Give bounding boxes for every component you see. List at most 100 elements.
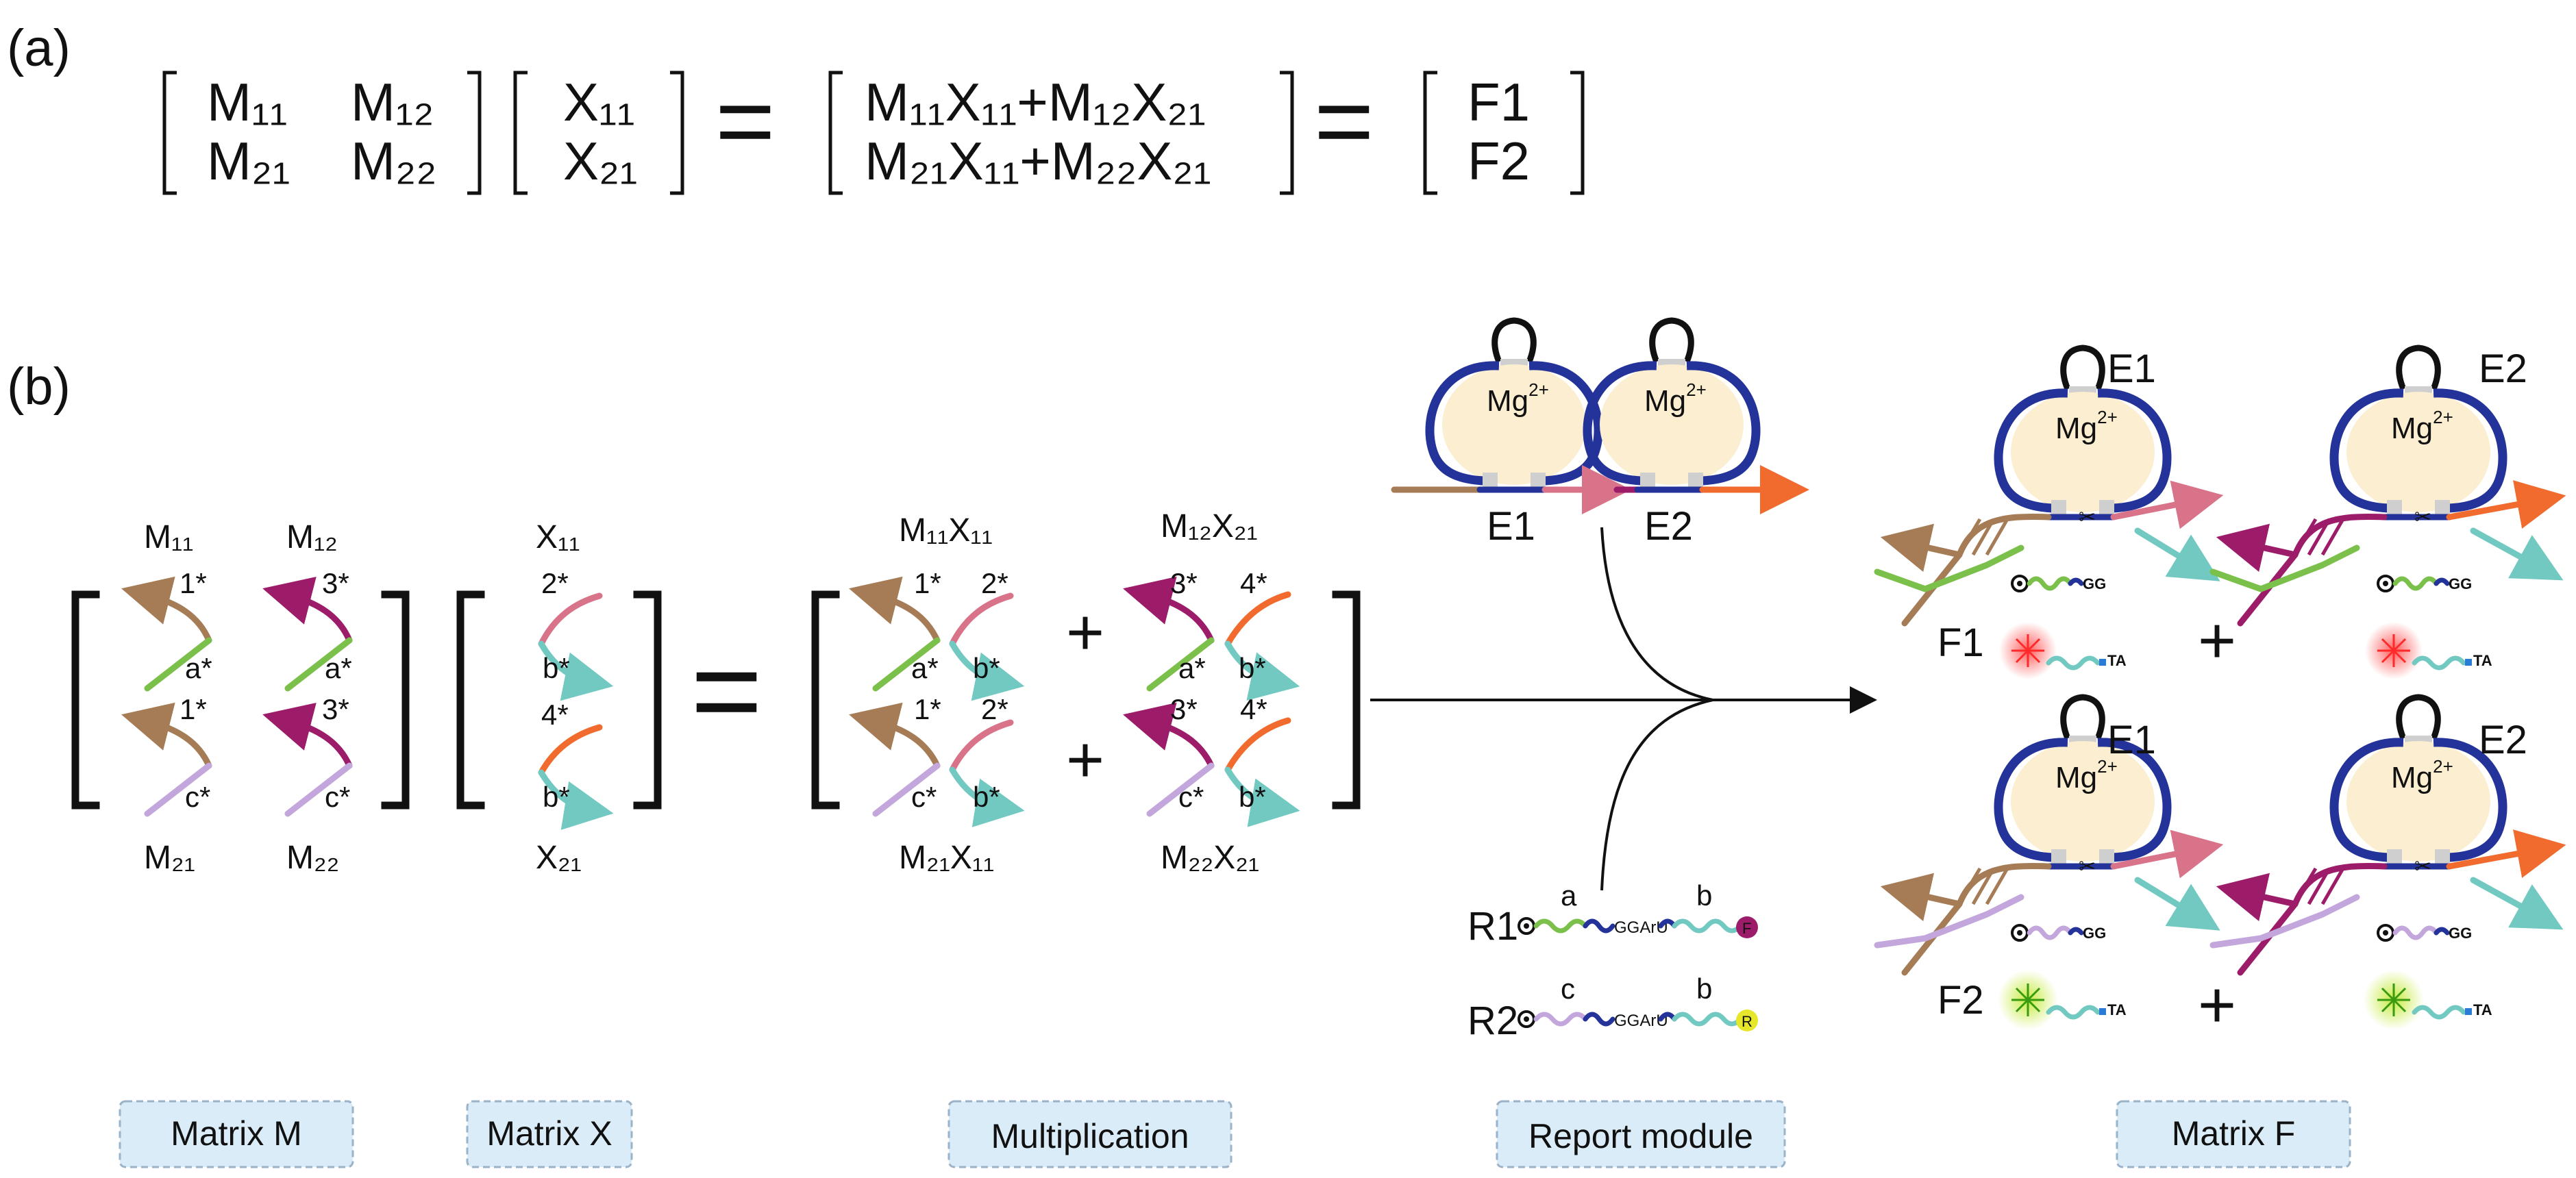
svg-text:R1: R1	[1467, 904, 1518, 949]
eq-equals: =	[715, 63, 776, 178]
m21-label: M₂₁	[144, 840, 195, 876]
matrix-x-bracket	[456, 590, 485, 810]
f12-enzyme-label: E2	[2479, 347, 2527, 391]
m12-label: M₁₂	[286, 519, 338, 555]
svg-text:4*: 4*	[541, 699, 569, 731]
svg-text:b: b	[1696, 973, 1712, 1005]
svg-text:c*: c*	[185, 781, 210, 813]
eq-m11: M₁₁	[207, 72, 288, 132]
svg-text:b*: b*	[543, 652, 570, 684]
svg-text:GG: GG	[2449, 575, 2472, 592]
reporter-r2: R2 GGArU R c b	[1467, 973, 1758, 1043]
multiplication-bracket	[1332, 590, 1361, 810]
f22-products: GG TA	[2364, 924, 2492, 1030]
svg-text:3*: 3*	[322, 567, 349, 599]
svg-text:4*: 4*	[1240, 567, 1267, 599]
svg-text:TA: TA	[2473, 1001, 2492, 1018]
svg-text:3*: 3*	[322, 693, 349, 725]
svg-text:R: R	[1742, 1013, 1753, 1030]
eq-m21: M₂₁	[207, 131, 290, 191]
f22-ion: Mg2+	[2391, 756, 2453, 794]
svg-text:2*: 2*	[981, 693, 1008, 725]
svg-text:Matrix X: Matrix X	[486, 1114, 612, 1153]
multiplication-bracket	[811, 590, 840, 810]
f22-enzyme-label: E2	[2479, 718, 2527, 762]
svg-text:TA: TA	[2107, 652, 2127, 669]
flow-arrows	[1370, 527, 1877, 891]
enzyme-e1	[1391, 321, 1631, 514]
m11x11-complex: 1* a* 2* b*	[849, 567, 1025, 701]
eq-bracket	[513, 71, 528, 195]
svg-text:1*: 1*	[179, 567, 207, 599]
eq-equals: =	[1314, 63, 1374, 178]
svg-text:1*: 1*	[179, 693, 207, 725]
panel-b-label: (b)	[7, 358, 71, 416]
svg-text:3*: 3*	[1170, 693, 1198, 725]
eq-x11: X₁₁	[563, 72, 635, 132]
svg-text:b*: b*	[973, 781, 1000, 813]
caption-multiplication: Multiplication	[948, 1100, 1233, 1168]
eq-bracket	[1280, 71, 1294, 195]
svg-text:c*: c*	[1178, 781, 1204, 813]
eq-x21: X₂₁	[563, 131, 638, 191]
svg-text:TA: TA	[2107, 1001, 2127, 1018]
svg-text:✂: ✂	[2414, 855, 2431, 878]
eq-product-r2: M₂₁X₁₁+M₂₂X₂₁	[865, 131, 1211, 191]
svg-text:Report module: Report module	[1528, 1117, 1753, 1155]
svg-text:2*: 2*	[981, 567, 1008, 599]
caption-matrix-m: Matrix M	[119, 1100, 354, 1168]
svg-text:3*: 3*	[1170, 567, 1198, 599]
svg-text:a*: a*	[1178, 652, 1206, 684]
eq-bracket	[1423, 71, 1437, 195]
svg-text:Matrix M: Matrix M	[171, 1114, 302, 1153]
m11-label: M₁₁	[144, 519, 193, 555]
f-row2-plus: +	[2198, 968, 2236, 1042]
multiplication-plus-top: +	[1066, 596, 1104, 669]
svg-text:✂: ✂	[2079, 506, 2096, 529]
svg-text:1*: 1*	[914, 693, 941, 725]
eq-m12: M₁₂	[351, 72, 434, 132]
matrix-x-bracket	[633, 590, 662, 810]
f11-products: GG TA	[1999, 575, 2127, 679]
svg-text:c*: c*	[325, 781, 350, 813]
m12x21-complex: 3* a* 4* b*	[1123, 567, 1300, 701]
svg-text:F: F	[1742, 920, 1751, 937]
enzyme-e1-label: E1	[1487, 504, 1535, 549]
svg-text:GG: GG	[2449, 925, 2472, 942]
f22-enzyme-complex: ✂	[2209, 697, 2566, 976]
panel-a-label: (a)	[7, 19, 71, 77]
m11-strand: 1* a*	[121, 567, 212, 692]
svg-text:a*: a*	[325, 652, 352, 684]
svg-text:1*: 1*	[914, 567, 941, 599]
f2-label: F2	[1937, 978, 1984, 1023]
svg-text:a: a	[1561, 879, 1577, 912]
eq-product-r1: M₁₁X₁₁+M₁₂X₂₁	[865, 72, 1206, 132]
x21-label: X₂₁	[536, 840, 582, 876]
m12x21-label: M₁₂X₂₁	[1161, 508, 1258, 544]
f21-products: GG TA	[1998, 924, 2127, 1030]
enzyme-e2-label: E2	[1644, 504, 1693, 549]
svg-text:✂: ✂	[2414, 506, 2431, 529]
f11-enzyme-label: E1	[2107, 347, 2156, 391]
f11-enzyme-complex: ✂	[1874, 348, 2224, 627]
svg-text:b: b	[1696, 879, 1712, 912]
svg-text:TA: TA	[2473, 652, 2492, 669]
svg-text:a*: a*	[911, 652, 939, 684]
eq-bracket	[1570, 71, 1585, 195]
m22x21-label: M₂₂X₂₁	[1161, 840, 1259, 876]
svg-text:R2: R2	[1467, 999, 1518, 1043]
svg-text:c*: c*	[911, 781, 937, 813]
m11x11-label: M₁₁X₁₁	[899, 512, 993, 549]
eq-f1: F1	[1467, 72, 1530, 132]
svg-text:b*: b*	[543, 781, 570, 813]
eq-bracket	[828, 71, 843, 195]
eq-bracket	[162, 71, 177, 195]
svg-text:GG: GG	[2083, 925, 2106, 942]
reporter-r1: R1 GGArU F a b	[1467, 879, 1758, 949]
f21-ion: Mg2+	[2055, 756, 2118, 794]
svg-text:b*: b*	[1239, 652, 1266, 684]
svg-text:a*: a*	[185, 652, 212, 684]
caption-matrix-x: Matrix X	[466, 1100, 633, 1168]
m21-strand: 1* c*	[121, 693, 212, 817]
